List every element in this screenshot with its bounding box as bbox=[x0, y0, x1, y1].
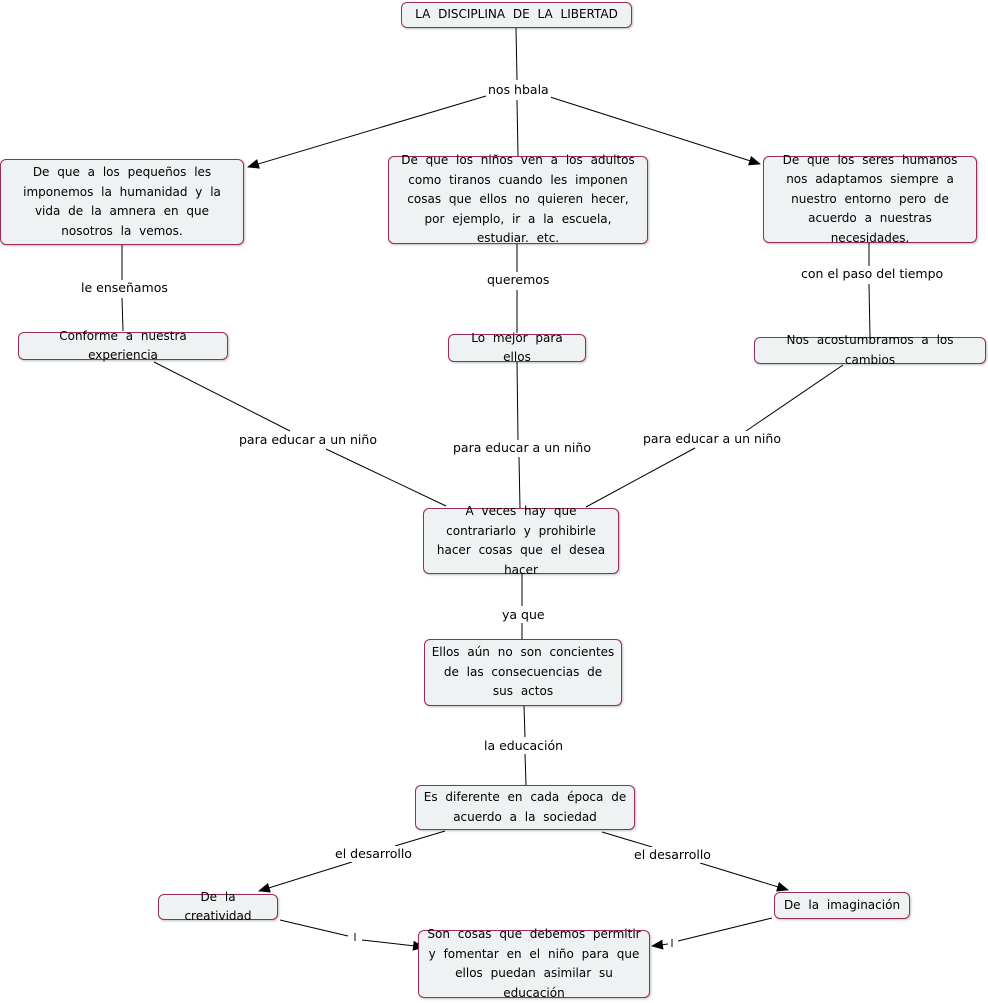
line-acostumbramos-to-label bbox=[745, 364, 844, 432]
node-seres-text: De que los seres humanos nos adaptamos s… bbox=[782, 152, 958, 245]
node-mejor[interactable]: Lo mejor para ellos bbox=[448, 331, 586, 364]
line-diferente-to-label-right bbox=[601, 831, 653, 848]
node-permitir[interactable]: Son cosas que debemos permitir y fomenta… bbox=[418, 927, 650, 1000]
arrow-to-seres bbox=[546, 95, 761, 166]
link-label-desarrollo-izq[interactable]: el desarrollo bbox=[333, 846, 414, 862]
node-acostumbramos-text: Nos acostumbramos a los cambios bbox=[786, 333, 954, 367]
arrow-to-imaginacion bbox=[699, 862, 789, 892]
link-label-queremos[interactable]: queremos bbox=[485, 272, 552, 288]
link-label-nos-hbala[interactable]: nos hbala bbox=[486, 82, 551, 98]
line-title-to-label bbox=[515, 27, 518, 81]
node-mejor-text: Lo mejor para ellos bbox=[471, 330, 563, 365]
node-imaginacion-text: De la imaginación bbox=[783, 897, 901, 912]
arrow-tick-to-permitir-right bbox=[651, 939, 669, 950]
link-label-educar-centro[interactable]: para educar a un niño bbox=[451, 440, 593, 456]
node-creatividad[interactable]: De la creatividad bbox=[158, 890, 278, 923]
node-pequenos-text: De que a los pequeños les imponemos la h… bbox=[23, 165, 221, 238]
link-label-ya-que[interactable]: ya que bbox=[500, 607, 547, 623]
link-label-educar-izq[interactable]: para educar a un niño bbox=[237, 432, 379, 448]
line-mejor-to-label bbox=[516, 361, 519, 441]
line-label-to-acostumbramos bbox=[868, 283, 871, 338]
link-label-la-educacion[interactable]: la educación bbox=[482, 738, 566, 754]
line-label-to-contrariarlo-right bbox=[585, 447, 696, 508]
line-to-ninos bbox=[516, 99, 519, 157]
node-contrariarlo[interactable]: A veces hay que contrariarlo y prohibirl… bbox=[423, 504, 619, 577]
node-seres[interactable]: De que los seres humanos nos adaptamos s… bbox=[763, 153, 977, 245]
node-ninos-text: De que los niños ven a los adultos como … bbox=[401, 153, 635, 246]
line-diferente-to-label-left bbox=[394, 830, 446, 847]
line-imaginacion-to-tick bbox=[677, 917, 773, 942]
arrow-tick-to-permitir bbox=[361, 939, 425, 951]
arrow-to-creatividad bbox=[258, 861, 353, 893]
node-ninos[interactable]: De que los niños ven a los adultos como … bbox=[388, 153, 648, 245]
line-concientes-to-label bbox=[523, 705, 526, 738]
line-creatividad-to-tick bbox=[279, 919, 349, 937]
link-label-desarrollo-der[interactable]: el desarrollo bbox=[632, 847, 713, 863]
node-imaginacion[interactable]: De la imaginación bbox=[774, 892, 910, 919]
node-acostumbramos[interactable]: Nos acostumbramos a los cambios bbox=[754, 333, 986, 367]
node-creatividad-text: De la creatividad bbox=[184, 889, 252, 924]
node-diferente[interactable]: Es diferente en cada época de acuerdo a … bbox=[415, 785, 635, 830]
node-contrariarlo-text: A veces hay que contrariarlo y prohibirl… bbox=[436, 504, 606, 577]
node-permitir-text: Son cosas que debemos permitir y fomenta… bbox=[427, 927, 641, 1000]
arrow-to-pequenos bbox=[247, 95, 487, 169]
line-conforme-to-label bbox=[153, 361, 291, 432]
title-node[interactable]: LA DISCIPLINA DE LA LIBERTAD bbox=[401, 2, 632, 28]
line-label-to-diferente bbox=[524, 753, 527, 786]
node-concientes-text: Ellos aún no son concientes de las conse… bbox=[431, 645, 615, 699]
node-concientes[interactable]: Ellos aún no son concientes de las conse… bbox=[424, 639, 622, 706]
link-label-le-ensenamos[interactable]: le enseñamos bbox=[79, 280, 170, 296]
node-diferente-text: Es diferente en cada época de acuerdo a … bbox=[423, 790, 627, 824]
node-conforme[interactable]: Conforme a nuestra experiencia bbox=[18, 329, 228, 362]
line-label-to-conforme bbox=[121, 297, 124, 332]
node-conforme-text: Conforme a nuestra experiencia bbox=[59, 328, 187, 363]
node-pequenos[interactable]: De que a los pequeños les imponemos la h… bbox=[0, 159, 244, 245]
line-label-to-contrariarlo-left bbox=[325, 448, 447, 507]
link-label-educar-der[interactable]: para educar a un niño bbox=[641, 431, 783, 447]
title-text: LA DISCIPLINA DE LA LIBERTAD bbox=[415, 7, 618, 22]
link-label-con-paso[interactable]: con el paso del tiempo bbox=[799, 266, 946, 282]
line-label-to-contrariarlo-center bbox=[518, 456, 521, 509]
